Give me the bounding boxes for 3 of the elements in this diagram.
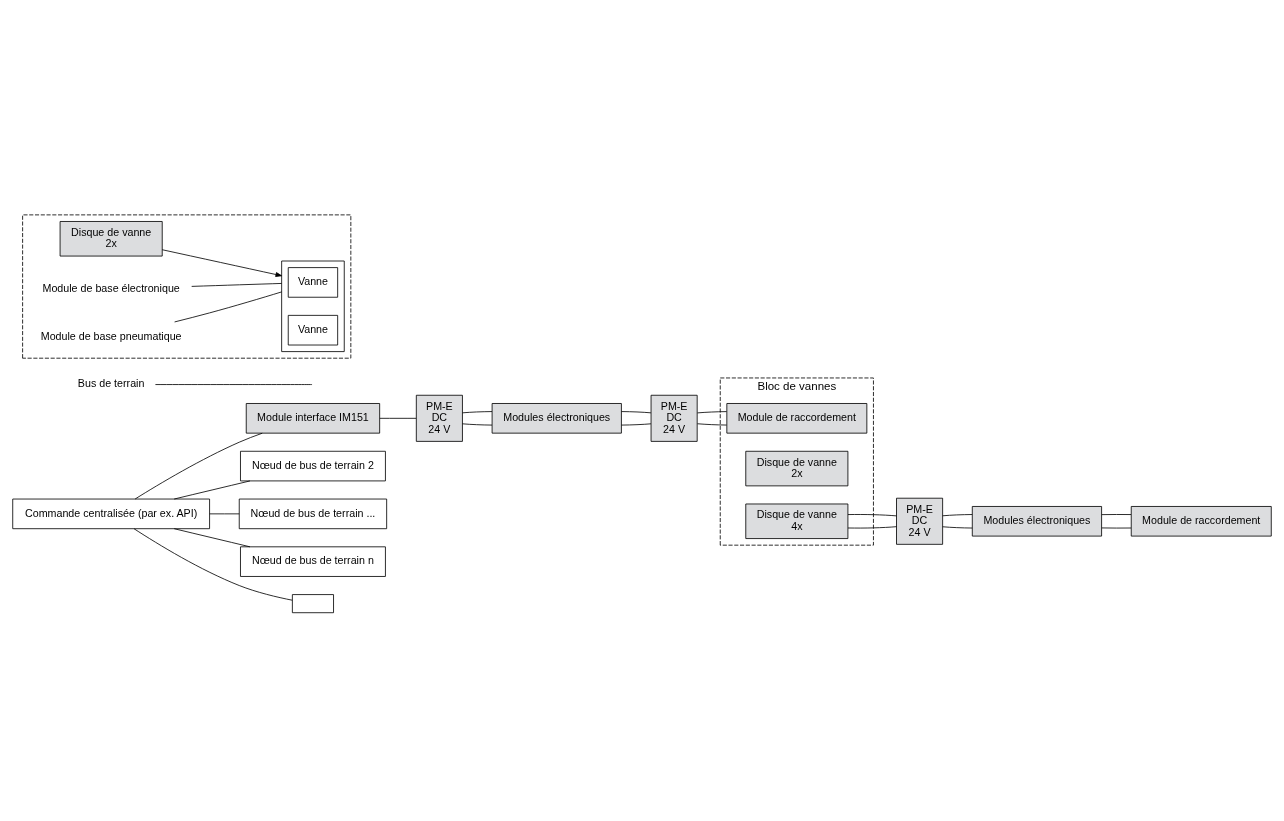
node-text: Bus de terrain [77, 377, 145, 390]
node-text: Module de base pneumatique [40, 329, 182, 342]
node-text: Module de base électronique [42, 281, 180, 294]
